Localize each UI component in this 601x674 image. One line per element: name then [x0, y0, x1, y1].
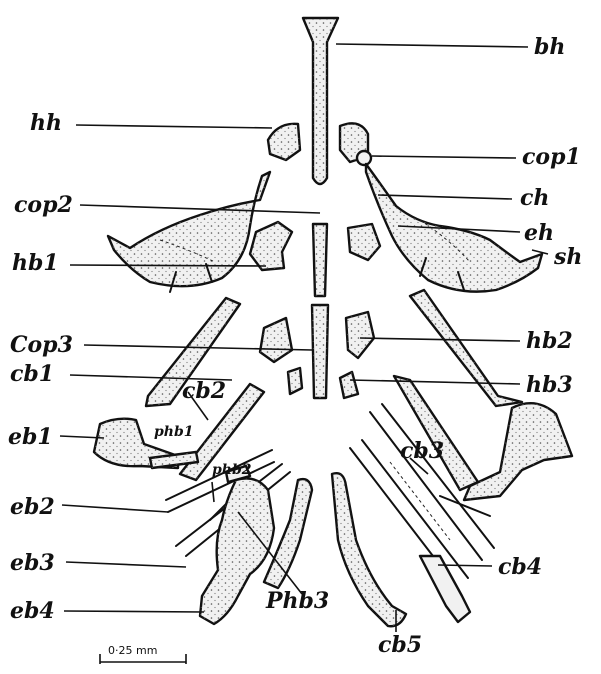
scale-bar-label: 0·25 mm: [108, 644, 157, 657]
hypobranchial-1-left: [250, 222, 292, 270]
label-cop3: Cop3: [10, 332, 73, 358]
label-eb4: eb4: [10, 598, 55, 624]
label-cb5: cb5: [378, 632, 422, 658]
hypohyal-left: [268, 124, 300, 160]
hypohyal-right: [340, 123, 371, 165]
label-eb2: eb2: [10, 494, 55, 520]
label-hb3: hb3: [526, 372, 573, 398]
ceratobranchial-1-right: [410, 290, 522, 406]
hypobranchial-3-right: [340, 372, 358, 398]
label-cb4: cb4: [498, 554, 542, 580]
label-bh: bh: [534, 34, 565, 60]
label-hb1: hb1: [12, 250, 59, 276]
label-cb1: cb1: [10, 361, 54, 387]
hypobranchial-2-left: [260, 318, 292, 362]
label-phb2: phb2: [212, 462, 252, 478]
ceratohyal-right: [366, 164, 542, 292]
epibranchial-1-right: [464, 403, 572, 500]
label-cop2: cop2: [14, 192, 73, 218]
ceratohyal-left: [108, 172, 270, 292]
label-phb3: Phb3: [265, 588, 329, 614]
label-sh: sh: [553, 244, 582, 270]
hypobranchial-1-right: [348, 224, 380, 260]
label-cb2: cb2: [182, 378, 226, 404]
label-eb1: eb1: [8, 424, 53, 450]
label-eb3: eb3: [10, 550, 55, 576]
hypobranchial-2-right: [346, 312, 374, 358]
label-hh: hh: [30, 110, 62, 136]
copula-3: [312, 305, 328, 398]
scale-bar: 0·25 mm: [100, 644, 186, 664]
label-ch: ch: [520, 185, 549, 211]
leader-lines: [60, 44, 548, 632]
pharyngobranchial-3-and-epibranchial-4: [200, 478, 274, 624]
label-phb1: phb1: [154, 424, 194, 440]
hypobranchial-3-left: [288, 368, 302, 394]
label-hb2: hb2: [526, 328, 573, 354]
label-eh: eh: [524, 220, 554, 246]
label-cb3: cb3: [400, 438, 444, 464]
basihyal: [303, 18, 338, 184]
label-cop1: cop1: [522, 144, 581, 170]
ceratobranchial-5-right: [332, 473, 406, 626]
copula-2: [313, 224, 327, 296]
